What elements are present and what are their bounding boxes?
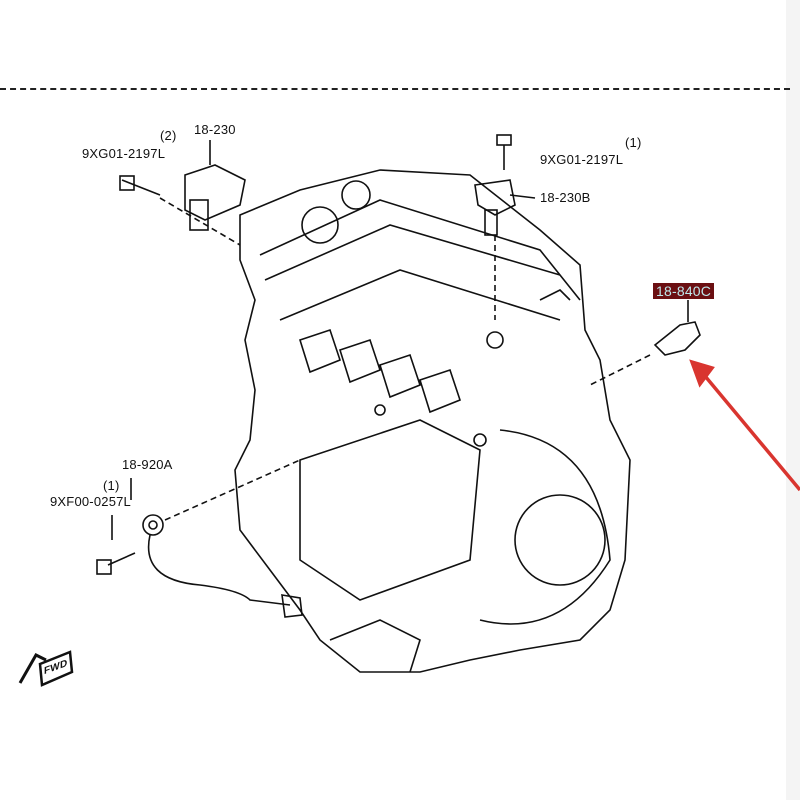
bolt-left-part: 9XG01-2197L xyxy=(82,146,166,161)
sensor-right-part: 18-230B xyxy=(540,190,591,205)
cam-sensor-right xyxy=(474,134,536,320)
knock-sensor-part: 18-920A xyxy=(122,457,173,472)
bolt-right-qty: (1) xyxy=(625,135,642,150)
red-arrow-icon xyxy=(689,359,800,492)
fwd-icon xyxy=(18,650,74,687)
bolt-left-qty: (2) xyxy=(160,128,177,143)
sensor-left-part: 18-230 xyxy=(194,122,236,137)
knock-bolt-part: 9XF00-0257L xyxy=(50,494,131,509)
dashed-separator xyxy=(0,88,790,90)
right-edge-band xyxy=(786,0,800,800)
knock-bolt-qty: (1) xyxy=(103,478,120,493)
engine-block xyxy=(234,169,631,673)
temperature-sensor xyxy=(589,300,701,386)
knock-sensor xyxy=(96,459,303,618)
highlighted-part-label: 18-840C xyxy=(653,283,715,299)
bolt-right-part: 9XG01-2197L xyxy=(540,152,624,167)
cam-sensor-left xyxy=(119,140,246,246)
